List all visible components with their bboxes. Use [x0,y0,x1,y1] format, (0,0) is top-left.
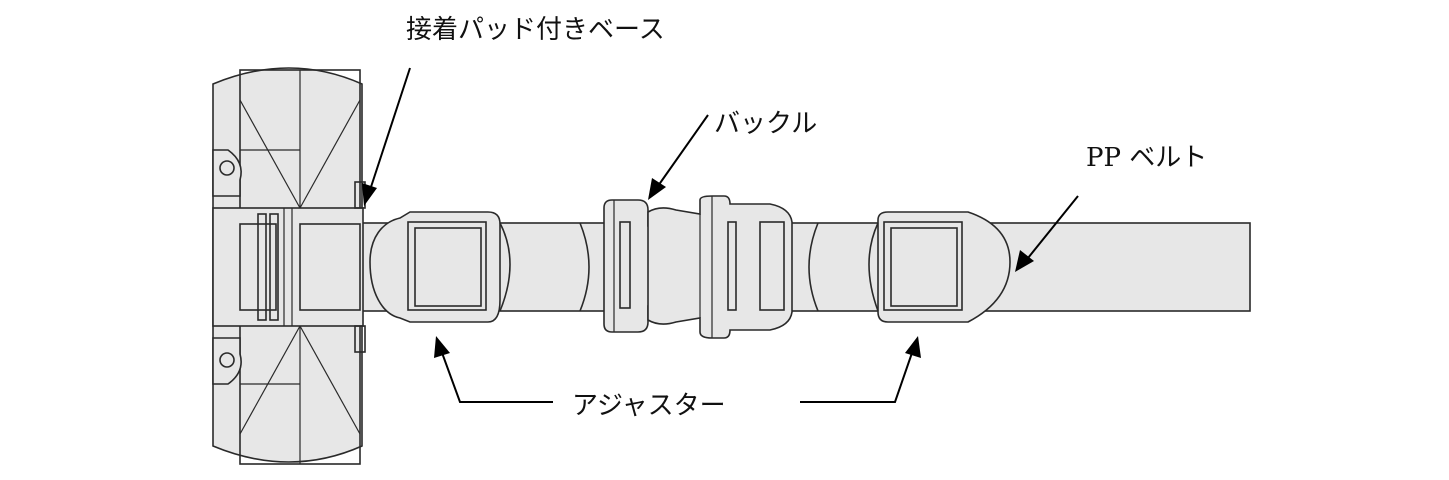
pp-belt [354,222,1251,312]
label-pp-belt: PP ベルト [1086,143,1207,173]
pointer-base [362,67,411,206]
buckle-male [647,195,793,339]
pointer-adjuster-left [434,336,553,403]
pointer-belt [1015,195,1079,272]
adhesive-pad-base [212,67,366,465]
adjuster-left [369,211,511,323]
pointer-adjuster-right [800,336,921,403]
buckle-female [603,199,657,333]
pointer-buckle [648,114,709,200]
label-adhesive-pad-base: 接着パッド付きベース [406,15,665,45]
adjuster-right [868,211,1011,323]
label-adjuster: アジャスター [572,391,726,421]
label-buckle: バックル [714,109,817,139]
